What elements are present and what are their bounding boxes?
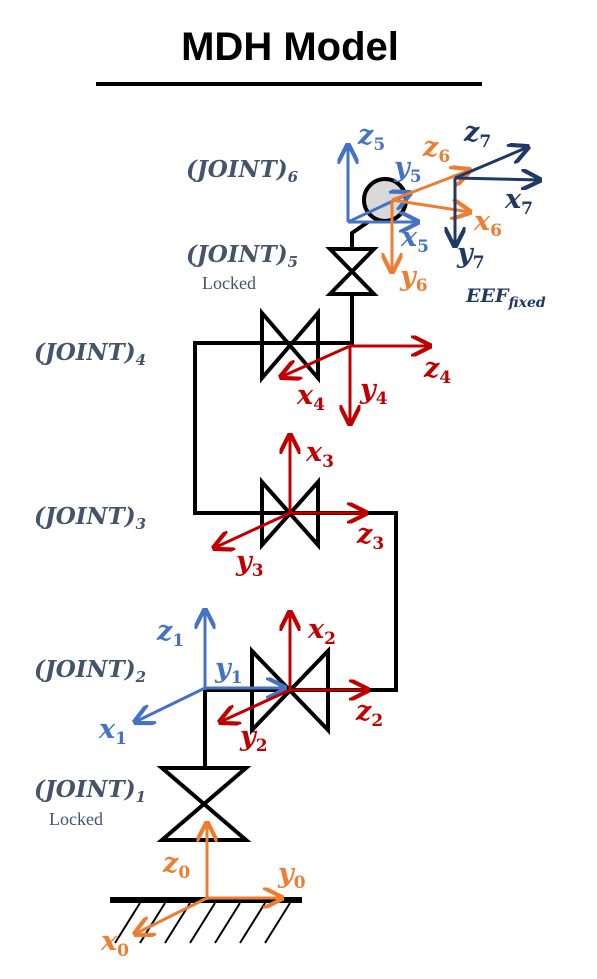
frame-4-x-arrow	[281, 344, 351, 377]
eef-label: EEFfixed	[465, 285, 546, 311]
frame-7-x-arrow	[454, 178, 540, 180]
frame-1-z-label: z1	[156, 616, 184, 651]
frame-5-x-label: x5	[400, 222, 429, 257]
joint-1-label: (JOINT)1	[34, 776, 146, 806]
frame-0-y-label: y0	[277, 858, 306, 893]
frame-6-z-label: z6	[422, 132, 450, 167]
frame-0-axes	[135, 823, 282, 934]
frame-2-y-arrow	[220, 688, 291, 722]
frame-6-axes	[392, 170, 470, 272]
joint-2-symbol	[250, 646, 330, 735]
frame-1-y-label: y1	[214, 653, 243, 688]
joint-1-symbol	[156, 766, 252, 842]
frame-7-x-label: x7	[504, 184, 533, 219]
joint-6-label: (JOINT)6	[186, 156, 299, 186]
frame-6-x-arrow	[391, 198, 470, 212]
ground	[110, 897, 302, 944]
joint-1-locked-note: Locked	[49, 809, 103, 829]
frame-2-axes	[220, 612, 368, 722]
joint-2-label: (JOINT)2	[34, 656, 146, 686]
frame-3-y-label: y3	[235, 546, 264, 581]
joint-4-label: (JOINT)4	[34, 339, 146, 369]
frame-0-x-label: x0	[100, 926, 129, 961]
frame-4-axes	[281, 346, 430, 424]
frame-7-y-label: y7	[456, 238, 485, 273]
frame-2-y-label: y2	[239, 721, 268, 756]
frame-3-y-arrow	[214, 511, 291, 548]
joint-5-symbol	[325, 247, 379, 296]
frame-7-axes	[455, 147, 540, 246]
page-title: MDH Model	[181, 25, 399, 69]
joint-4-symbol	[260, 307, 320, 384]
joint-3-symbol	[260, 476, 320, 551]
frame-4-y-label: y4	[359, 374, 388, 409]
frame-3-axes	[214, 435, 366, 548]
frame-3-x-label: x3	[305, 437, 334, 472]
frame-7-z-arrow	[454, 147, 528, 180]
frame-1-x-arrow	[135, 686, 206, 722]
frame-2-x-label: x2	[307, 614, 336, 649]
frame-4-z-label: z4	[423, 353, 451, 388]
frame-6-y-label: y6	[399, 261, 428, 296]
frame-0-z-label: z0	[162, 848, 190, 883]
frame-6-x-label: x6	[473, 206, 502, 241]
frame-2-z-label: z2	[355, 696, 383, 731]
frame-1-axes	[135, 610, 285, 722]
frame-4-x-label: x4	[296, 380, 325, 415]
frame-5-z-label: z5	[357, 120, 385, 155]
joint-3-label: (JOINT)3	[34, 503, 146, 533]
frame-6-z-arrow	[391, 170, 470, 202]
frame-3-z-label: z3	[356, 519, 384, 554]
frame-1-x-label: x1	[98, 714, 127, 749]
frame-0-x-arrow	[135, 896, 208, 934]
frame-5-y-label: y5	[393, 152, 422, 187]
joint-5-locked-note: Locked	[202, 273, 256, 293]
joint-5-label: (JOINT)5	[186, 241, 298, 271]
frame-7-z-label: z7	[463, 117, 491, 152]
